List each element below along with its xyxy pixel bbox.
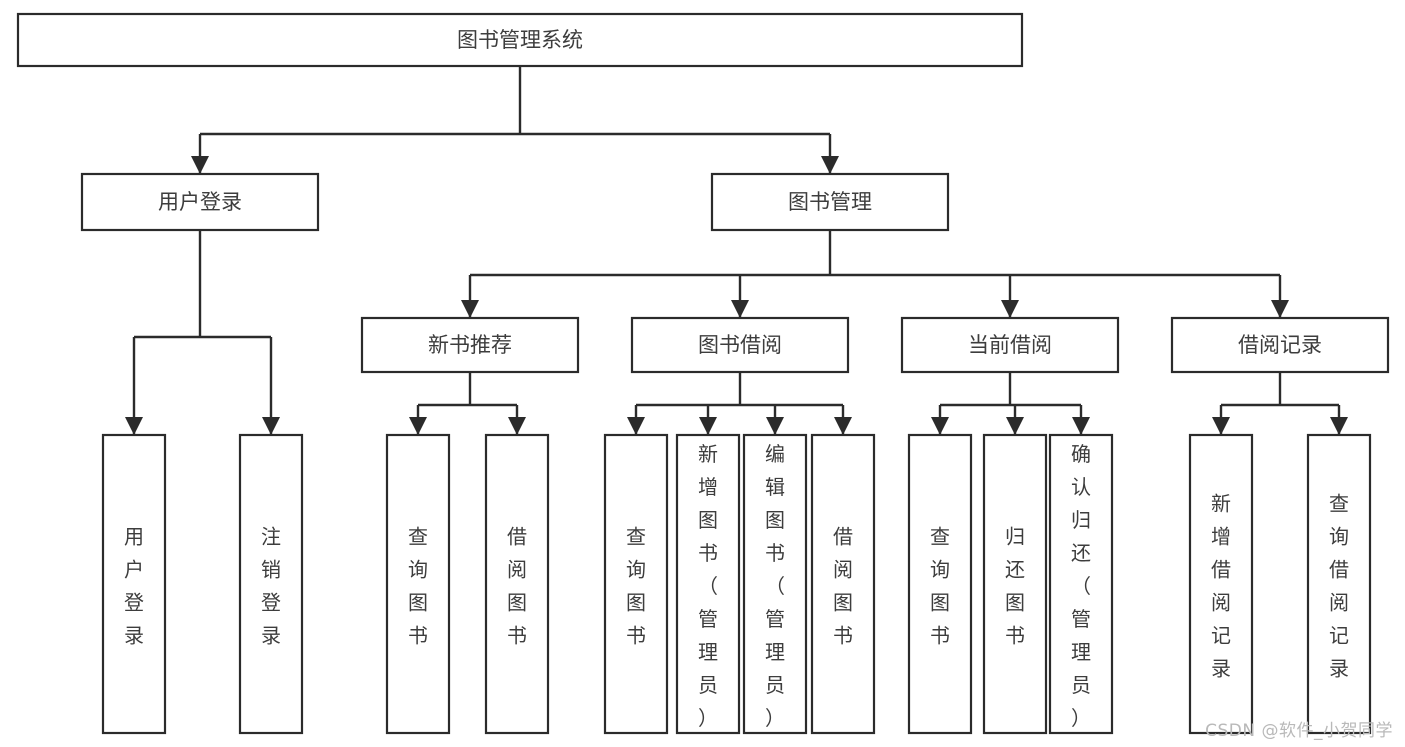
node-label-book-manage: 图书管理 bbox=[788, 190, 872, 214]
node-box-leaf-query-book-3 bbox=[907, 433, 973, 735]
node-box-leaf-query-record bbox=[1306, 433, 1372, 735]
arrow-head-book-borrow-1 bbox=[699, 417, 717, 435]
node-leaf-user-logout[interactable]: 注销登录 bbox=[238, 433, 304, 735]
node-leaf-return-book[interactable]: 归还图书 bbox=[982, 433, 1048, 735]
node-leaf-add-book[interactable]: 新增图书（管理员） bbox=[675, 433, 741, 735]
node-book-borrow[interactable]: 图书借阅 bbox=[630, 316, 850, 374]
arrow-head-borrow-record-1 bbox=[1330, 417, 1348, 435]
node-leaf-confirm-return[interactable]: 确认归还（管理员） bbox=[1048, 433, 1114, 735]
node-label-leaf-confirm-return: 确认归还（管理员） bbox=[1071, 442, 1091, 730]
arrow-head-root-1 bbox=[821, 156, 839, 174]
node-label-borrow-record: 借阅记录 bbox=[1238, 333, 1322, 357]
node-box-borrow-record bbox=[1170, 316, 1390, 374]
arrow-head-new-book-rec-0 bbox=[409, 417, 427, 435]
node-label-leaf-query-book-3: 查询图书 bbox=[930, 525, 950, 648]
node-leaf-user-login[interactable]: 用户登录 bbox=[101, 433, 167, 735]
node-label-leaf-add-book: 新增图书（管理员） bbox=[698, 442, 718, 730]
node-box-leaf-edit-book bbox=[742, 433, 808, 735]
node-box-leaf-confirm-return bbox=[1048, 433, 1114, 735]
node-book-manage[interactable]: 图书管理 bbox=[710, 172, 950, 232]
node-box-book-borrow bbox=[630, 316, 850, 374]
node-leaf-borrow-book-2[interactable]: 借阅图书 bbox=[810, 433, 876, 735]
arrow-head-user-login-0 bbox=[125, 417, 143, 435]
arrow-head-borrow-record-0 bbox=[1212, 417, 1230, 435]
node-leaf-query-book-2[interactable]: 查询图书 bbox=[603, 433, 669, 735]
connector-layer bbox=[125, 66, 1348, 435]
node-box-user-login bbox=[80, 172, 320, 232]
node-label-current-borrow: 当前借阅 bbox=[968, 333, 1052, 357]
node-box-leaf-borrow-book-2 bbox=[810, 433, 876, 735]
node-box-current-borrow bbox=[900, 316, 1120, 374]
node-new-book-rec[interactable]: 新书推荐 bbox=[360, 316, 580, 374]
node-leaf-add-record[interactable]: 新增借阅记录 bbox=[1188, 433, 1254, 735]
node-label-user-login: 用户登录 bbox=[158, 190, 242, 214]
arrow-head-book-borrow-0 bbox=[627, 417, 645, 435]
node-label-leaf-borrow-book-2: 借阅图书 bbox=[833, 525, 853, 648]
node-undefined[interactable]: 图书管理系统 bbox=[16, 12, 1024, 68]
arrow-head-new-book-rec-1 bbox=[508, 417, 526, 435]
node-label-leaf-query-book-1: 查询图书 bbox=[408, 525, 428, 648]
arrow-head-book-borrow-2 bbox=[766, 417, 784, 435]
node-label-leaf-edit-book: 编辑图书（管理员） bbox=[765, 442, 785, 730]
arrow-head-book-manage-2 bbox=[1001, 300, 1019, 318]
node-label-new-book-rec: 新书推荐 bbox=[428, 333, 512, 357]
arrow-head-current-borrow-1 bbox=[1006, 417, 1024, 435]
node-leaf-edit-book[interactable]: 编辑图书（管理员） bbox=[742, 433, 808, 735]
node-box-new-book-rec bbox=[360, 316, 580, 374]
node-leaf-query-record[interactable]: 查询借阅记录 bbox=[1306, 433, 1372, 735]
arrow-head-book-manage-3 bbox=[1271, 300, 1289, 318]
node-box-leaf-return-book bbox=[982, 433, 1048, 735]
node-box-leaf-add-record bbox=[1188, 433, 1254, 735]
node-leaf-query-book-1[interactable]: 查询图书 bbox=[385, 433, 451, 735]
node-label-leaf-add-record: 新增借阅记录 bbox=[1211, 492, 1231, 681]
watermark-text: CSDN @软件_小贺同学 bbox=[1205, 721, 1393, 741]
node-box-leaf-add-book bbox=[675, 433, 741, 735]
node-current-borrow[interactable]: 当前借阅 bbox=[900, 316, 1120, 374]
node-borrow-record[interactable]: 借阅记录 bbox=[1170, 316, 1390, 374]
node-leaf-borrow-book-1[interactable]: 借阅图书 bbox=[484, 433, 550, 735]
arrow-head-book-borrow-3 bbox=[834, 417, 852, 435]
node-label-leaf-query-record: 查询借阅记录 bbox=[1329, 492, 1349, 681]
arrow-head-book-manage-1 bbox=[731, 300, 749, 318]
node-label-leaf-return-book: 归还图书 bbox=[1005, 525, 1025, 648]
arrow-head-user-login-1 bbox=[262, 417, 280, 435]
node-box-leaf-query-book-2 bbox=[603, 433, 669, 735]
node-box-undefined bbox=[16, 12, 1024, 68]
node-box-leaf-user-logout bbox=[238, 433, 304, 735]
node-user-login[interactable]: 用户登录 bbox=[80, 172, 320, 232]
arrow-head-current-borrow-2 bbox=[1072, 417, 1090, 435]
node-layer: 图书管理系统用户登录图书管理新书推荐图书借阅当前借阅借阅记录用户登录注销登录查询… bbox=[16, 12, 1390, 735]
node-leaf-query-book-3[interactable]: 查询图书 bbox=[907, 433, 973, 735]
arrow-head-current-borrow-0 bbox=[931, 417, 949, 435]
node-label-leaf-query-book-2: 查询图书 bbox=[626, 525, 646, 648]
node-label-book-borrow: 图书借阅 bbox=[698, 333, 782, 357]
arrow-head-book-manage-0 bbox=[461, 300, 479, 318]
node-box-leaf-query-book-1 bbox=[385, 433, 451, 735]
node-label-leaf-borrow-book-1: 借阅图书 bbox=[507, 525, 527, 648]
node-box-leaf-borrow-book-1 bbox=[484, 433, 550, 735]
node-box-book-manage bbox=[710, 172, 950, 232]
node-label-leaf-user-login: 用户登录 bbox=[124, 525, 144, 648]
arrow-head-root-0 bbox=[191, 156, 209, 174]
node-box-leaf-user-login bbox=[101, 433, 167, 735]
node-label-undefined: 图书管理系统 bbox=[457, 28, 583, 52]
node-label-leaf-user-logout: 注销登录 bbox=[261, 525, 281, 648]
